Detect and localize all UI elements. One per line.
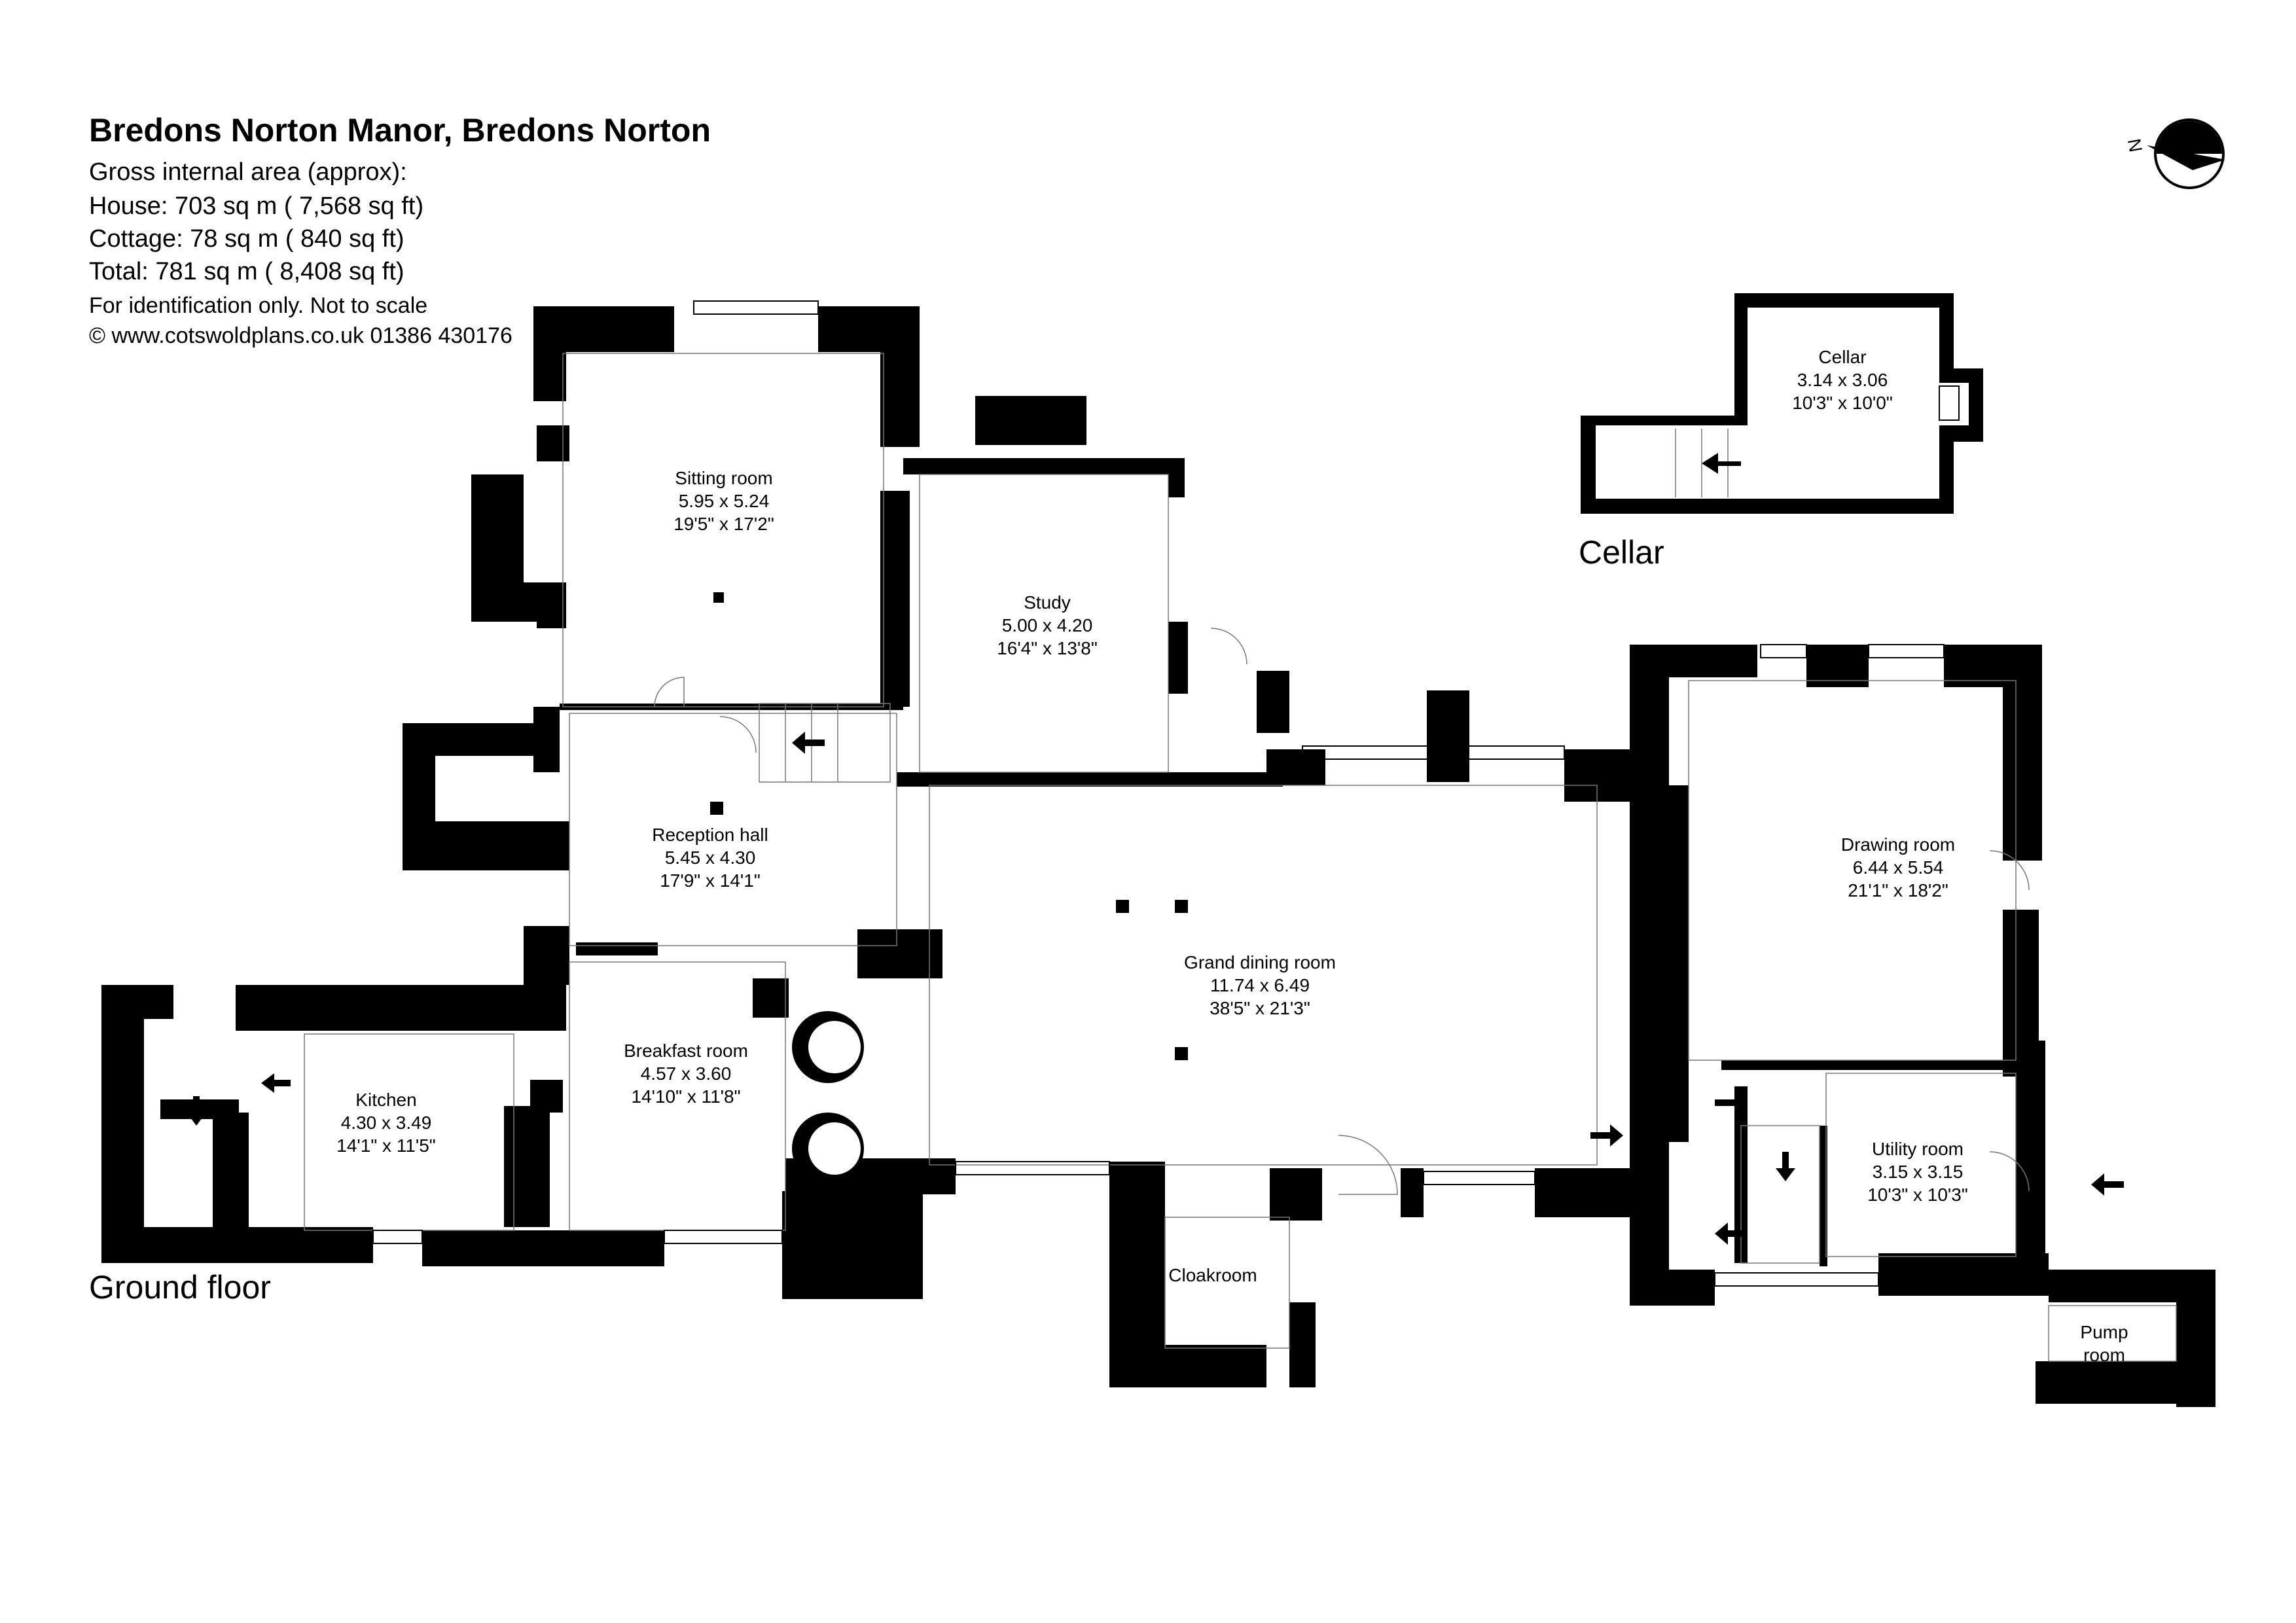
cellar-section-label: Cellar [1579,534,1664,571]
cellar-plan [1581,293,1983,514]
room-name: Study [1024,592,1071,613]
room-reception-hall: Reception hall 5.45 x 4.30 17'9" x 14'1" [652,825,768,891]
room-name: Reception hall [652,825,768,845]
room-metric: 6.44 x 5.54 [1853,857,1944,878]
ground-floor-walls [101,306,2215,1407]
total-area: Total: 781 sq m ( 8,408 sq ft) [89,258,404,285]
room-kitchen: Kitchen 4.30 x 3.49 14'1" x 11'5" [336,1090,435,1156]
room-name-line1: Pump [2080,1322,2128,1342]
room-metric: 4.30 x 3.49 [341,1113,432,1133]
room-imperial: 10'3" x 10'3" [1867,1185,1968,1205]
room-name: Drawing room [1841,834,1955,855]
room-name-line2: room [2083,1345,2125,1365]
room-metric: 5.95 x 5.24 [679,491,770,511]
room-imperial: 16'4" x 13'8" [997,638,1098,658]
compass-icon: N [2124,118,2225,189]
room-name: Breakfast room [624,1041,748,1061]
room-pump-room: Pump room [2080,1322,2128,1365]
ground-floor-label: Ground floor [89,1269,271,1306]
room-metric: 5.00 x 4.20 [1002,615,1093,635]
room-utility-room: Utility room 3.15 x 3.15 10'3" x 10'3" [1867,1139,1968,1205]
room-name: Grand dining room [1184,952,1336,972]
room-study: Study 5.00 x 4.20 16'4" x 13'8" [997,592,1098,658]
room-metric: 5.45 x 4.30 [665,847,756,868]
room-imperial: 10'3" x 10'0" [1792,393,1893,413]
area-heading: Gross internal area (approx): [89,158,407,186]
plan-title: Bredons Norton Manor, Bredons Norton [89,112,711,149]
room-cloakroom: Cloakroom [1168,1265,1257,1285]
room-imperial: 38'5" x 21'3" [1210,998,1310,1018]
room-metric: 4.57 x 3.60 [641,1063,732,1084]
room-name: Cloakroom [1168,1265,1257,1285]
room-imperial: 14'1" x 11'5" [336,1135,435,1156]
cottage-area: Cottage: 78 sq m ( 840 sq ft) [89,225,404,253]
room-imperial: 21'1" x 18'2" [1848,880,1948,901]
room-name: Utility room [1872,1139,1964,1159]
room-metric: 3.15 x 3.15 [1873,1162,1964,1182]
arrow-icons [187,732,2124,1245]
compass-north-label: N [2124,137,2146,154]
room-cellar: Cellar 3.14 x 3.06 10'3" x 10'0" [1792,347,1893,413]
room-name: Kitchen [355,1090,416,1110]
room-sitting-room: Sitting room 5.95 x 5.24 19'5" x 17'2" [673,468,774,534]
room-imperial: 19'5" x 17'2" [673,514,774,534]
room-drawing-room: Drawing room 6.44 x 5.54 21'1" x 18'2" [1841,834,1955,901]
disclaimer: For identification only. Not to scale [89,293,428,318]
room-breakfast-room: Breakfast room 4.57 x 3.60 14'10" x 11'8… [624,1041,748,1107]
pillars [710,592,1188,1060]
room-name: Cellar [1818,347,1866,367]
room-name: Sitting room [675,468,772,488]
interior-lines [304,300,2177,1362]
room-grand-dining-room: Grand dining room 11.74 x 6.49 38'5" x 2… [1184,952,1336,1018]
room-metric: 3.14 x 3.06 [1797,370,1888,390]
room-metric: 11.74 x 6.49 [1210,975,1310,995]
house-area: House: 703 sq m ( 7,568 sq ft) [89,192,424,220]
copyright: © www.cotswoldplans.co.uk 01386 430176 [89,323,512,348]
room-imperial: 17'9" x 14'1" [660,870,761,891]
room-imperial: 14'10" x 11'8" [631,1086,740,1107]
